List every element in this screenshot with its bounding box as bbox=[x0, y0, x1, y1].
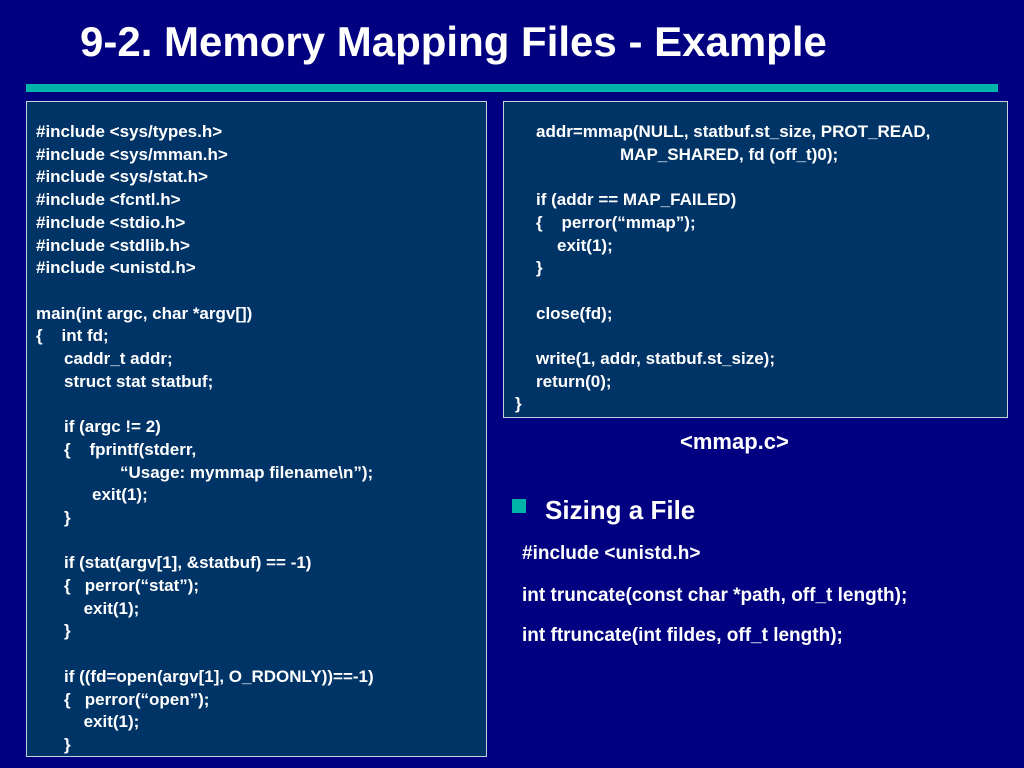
code-line: #include <sys/mman.h> bbox=[36, 144, 228, 164]
code-line: } bbox=[64, 734, 71, 754]
bullet-square-icon bbox=[512, 499, 526, 513]
code-line: { int fd; bbox=[36, 326, 109, 346]
code-line: { perror(“stat”); bbox=[64, 576, 200, 595]
bullet-line-truncate: int truncate(const char *path, off_t len… bbox=[522, 585, 908, 606]
code-line: exit(1); bbox=[83, 598, 140, 618]
code-line: { perror(“open”); bbox=[64, 689, 210, 709]
code-line: } bbox=[64, 507, 71, 527]
code-line: if (addr == MAP_FAILED) bbox=[536, 190, 737, 210]
code-line: return(0); bbox=[536, 371, 612, 391]
bullet-line-ftruncate: int ftruncate(int fildes, off_t length); bbox=[522, 625, 843, 646]
code-line: } bbox=[536, 258, 543, 278]
code-line: if (stat(argv[1], &statbuf) == -1) bbox=[64, 553, 312, 573]
code-line: write(1, addr, statbuf.st_size); bbox=[536, 349, 775, 368]
main-code-box: #include <sys/types.h> #include <sys/mman… bbox=[26, 101, 487, 757]
code-line: { perror(“mmap”); bbox=[536, 212, 696, 232]
bullet-line-include: #include <unistd.h> bbox=[522, 543, 701, 564]
code-line: } bbox=[64, 621, 71, 641]
code-line: #include <sys/stat.h> bbox=[36, 167, 208, 187]
code-line: if (argc != 2) bbox=[64, 417, 161, 437]
code-line: #include <unistd.h> bbox=[36, 258, 196, 278]
code-line: struct stat statbuf; bbox=[64, 371, 214, 391]
code-line: addr=mmap(NULL, statbuf.st_size, PROT_RE… bbox=[536, 122, 931, 141]
code-line: #include <stdlib.h> bbox=[36, 235, 190, 255]
slide-title: 9-2. Memory Mapping Files - Example bbox=[80, 18, 827, 65]
bullet-heading: Sizing a File bbox=[545, 495, 696, 525]
mmap-code-box: addr=mmap(NULL, statbuf.st_size, PROT_RE… bbox=[503, 101, 1008, 418]
code-line: exit(1); bbox=[92, 485, 148, 505]
code-line: #include <sys/types.h> bbox=[36, 122, 223, 141]
code-line: { fprintf(stderr, bbox=[64, 439, 197, 459]
code-line: “Usage: mymmap filename\n”); bbox=[120, 462, 374, 482]
code-line: close(fd); bbox=[536, 303, 613, 323]
code-line: MAP_SHARED, fd (off_t)0); bbox=[620, 144, 839, 164]
code-caption: <mmap.c> bbox=[680, 429, 789, 454]
code-line: exit(1); bbox=[557, 235, 613, 255]
code-line: caddr_t addr; bbox=[64, 349, 173, 368]
title-divider bbox=[26, 84, 998, 92]
code-line: if ((fd=open(argv[1], O_RDONLY))==-1) bbox=[64, 666, 374, 686]
code-line: exit(1); bbox=[83, 712, 140, 732]
code-line: #include <stdio.h> bbox=[36, 212, 186, 232]
code-line: } bbox=[515, 394, 522, 414]
code-line: #include <fcntl.h> bbox=[36, 190, 181, 210]
code-line: main(int argc, char *argv[]) bbox=[36, 303, 253, 323]
